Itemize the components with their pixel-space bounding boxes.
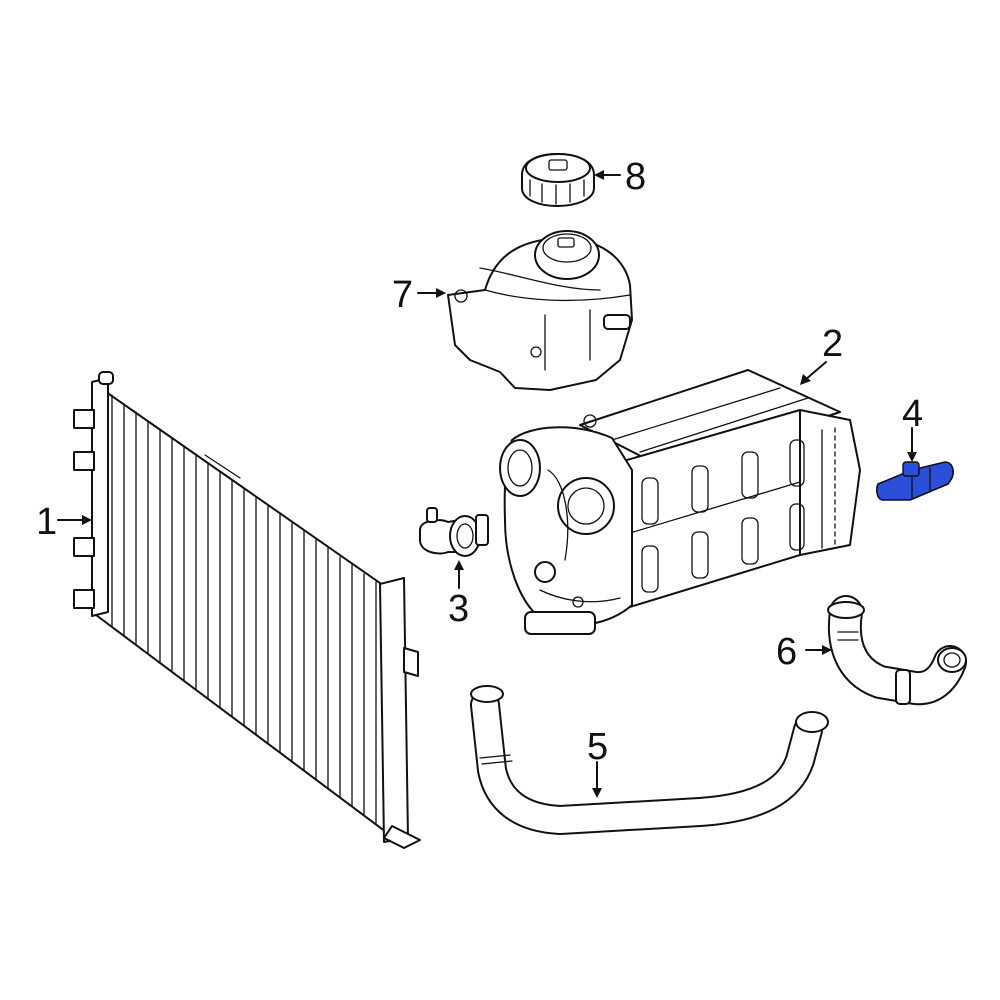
callout-4[interactable]: 4 — [902, 393, 924, 435]
callout-7[interactable]: 7 — [392, 274, 414, 316]
sensor-3[interactable] — [419, 507, 489, 557]
callout-8[interactable]: 8 — [625, 156, 647, 198]
callout-6[interactable]: 6 — [776, 631, 798, 673]
radiator[interactable] — [73, 371, 421, 849]
callout-2[interactable]: 2 — [822, 323, 844, 365]
sensor-4-highlighted[interactable] — [876, 461, 954, 501]
hose-5[interactable] — [470, 685, 829, 835]
callout-3[interactable]: 3 — [448, 588, 470, 630]
expansion-tank[interactable] — [447, 230, 633, 391]
callout-1[interactable]: 1 — [36, 501, 58, 543]
callout-5[interactable]: 5 — [587, 726, 609, 768]
cap[interactable] — [521, 153, 595, 207]
leader-arrows — [57, 170, 917, 798]
intercooler[interactable] — [499, 369, 861, 635]
hose-6[interactable] — [827, 595, 967, 706]
